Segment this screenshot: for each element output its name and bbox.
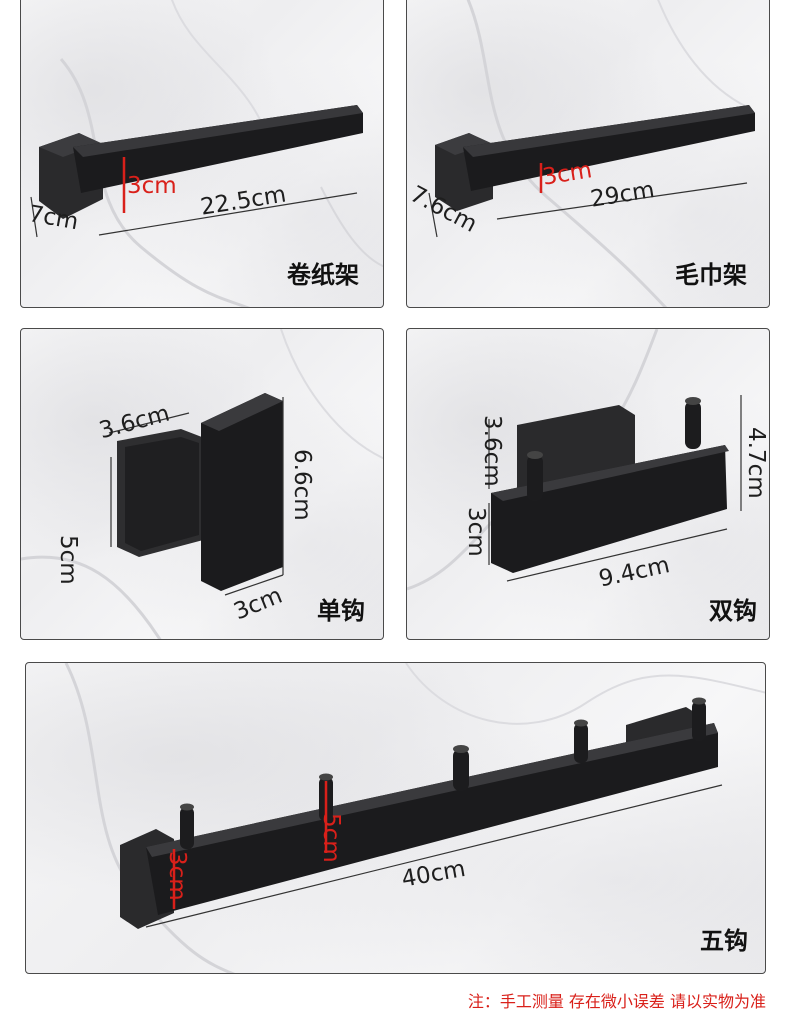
dim-base-height-label: 5cm — [55, 535, 81, 585]
double-hook-illustration — [407, 329, 742, 591]
dim-base-width-label: 3.6cm — [479, 415, 505, 487]
product-name: 卷纸架 — [287, 261, 359, 289]
dim-base-height-label: 3cm — [463, 507, 489, 557]
dim-hook-height-label: 5cm — [318, 813, 344, 863]
panel-towel-bar: 3cm 7.6cm 29cm 毛巾架 — [406, 0, 770, 308]
product-name: 毛巾架 — [675, 261, 747, 289]
measurement-disclaimer: 注：手工测量 存在微小误差 请以实物为准 — [467, 992, 766, 1011]
towel-bar-illustration — [428, 0, 755, 307]
panel-paper-holder: 3cm 7cm 22.5cm 卷纸架 — [20, 0, 384, 308]
dim-height-label: 6.6cm — [289, 449, 315, 521]
product-name: 五钩 — [700, 927, 748, 955]
paper-holder-illustration — [30, 0, 383, 307]
product-name: 单钩 — [317, 597, 365, 625]
dim-height-label: 3cm — [164, 851, 190, 901]
panel-five-hook: 3cm 5cm 40cm 五钩 — [25, 662, 766, 974]
single-hook-illustration — [21, 329, 383, 639]
dim-height-label: 3cm — [127, 173, 177, 199]
panel-single-hook: 3.6cm 5cm 6.6cm 3cm 单钩 — [20, 328, 384, 640]
product-name: 双钩 — [709, 597, 757, 625]
dim-height-label: 4.7cm — [743, 427, 769, 499]
panel-double-hook: 3.6cm 3cm 4.7cm 9.4cm 双钩 — [406, 328, 770, 640]
five-hook-illustration — [64, 663, 765, 973]
